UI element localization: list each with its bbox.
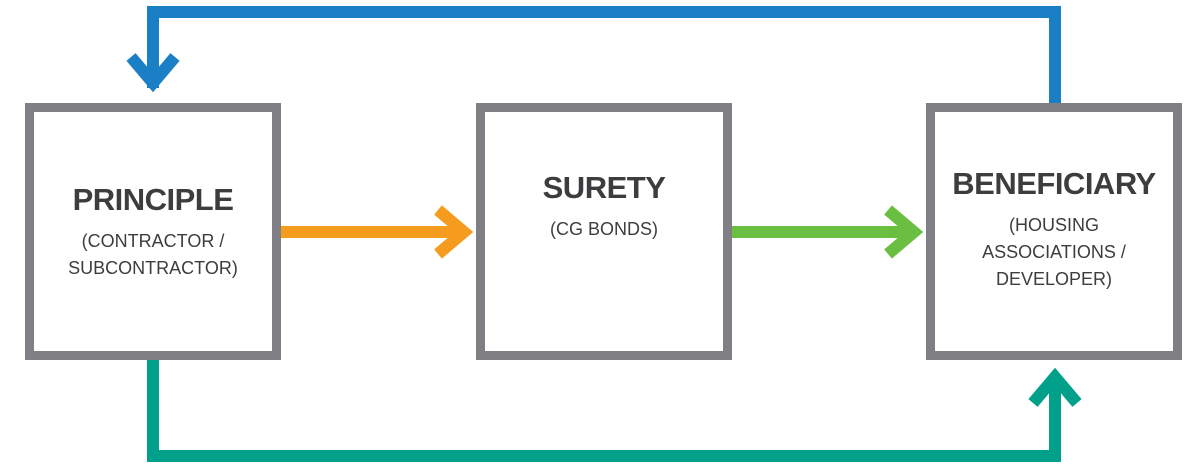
beneficiary-title: BENEFICIARY [952, 166, 1156, 201]
arrow-principle-to-beneficiary-line [147, 360, 1061, 462]
arrow-principle-to-beneficiary-head [1028, 367, 1082, 407]
arrow-surety-to-beneficiary-head [884, 205, 924, 259]
surety-box: SURETY (CG BONDS) [476, 103, 732, 360]
arrow-principle-to-surety-head [434, 205, 474, 259]
arrow-beneficiary-to-principle-line [147, 6, 1061, 103]
surety-subtitle: (CG BONDS) [550, 219, 658, 239]
principle-box: PRINCIPLE (CONTRACTOR / SUBCONTRACTOR) [25, 103, 281, 360]
principle-subtitle: (CONTRACTOR / SUBCONTRACTOR) [68, 230, 238, 278]
arrow-beneficiary-to-principle-head [126, 53, 180, 93]
surety-title: SURETY [542, 170, 666, 205]
beneficiary-subtitle: (HOUSING ASSOCIATIONS / DEVELOPER) [982, 215, 1126, 289]
principle-title: PRINCIPLE [72, 181, 234, 217]
beneficiary-box: BENEFICIARY (HOUSING ASSOCIATIONS / DEVE… [926, 103, 1182, 360]
